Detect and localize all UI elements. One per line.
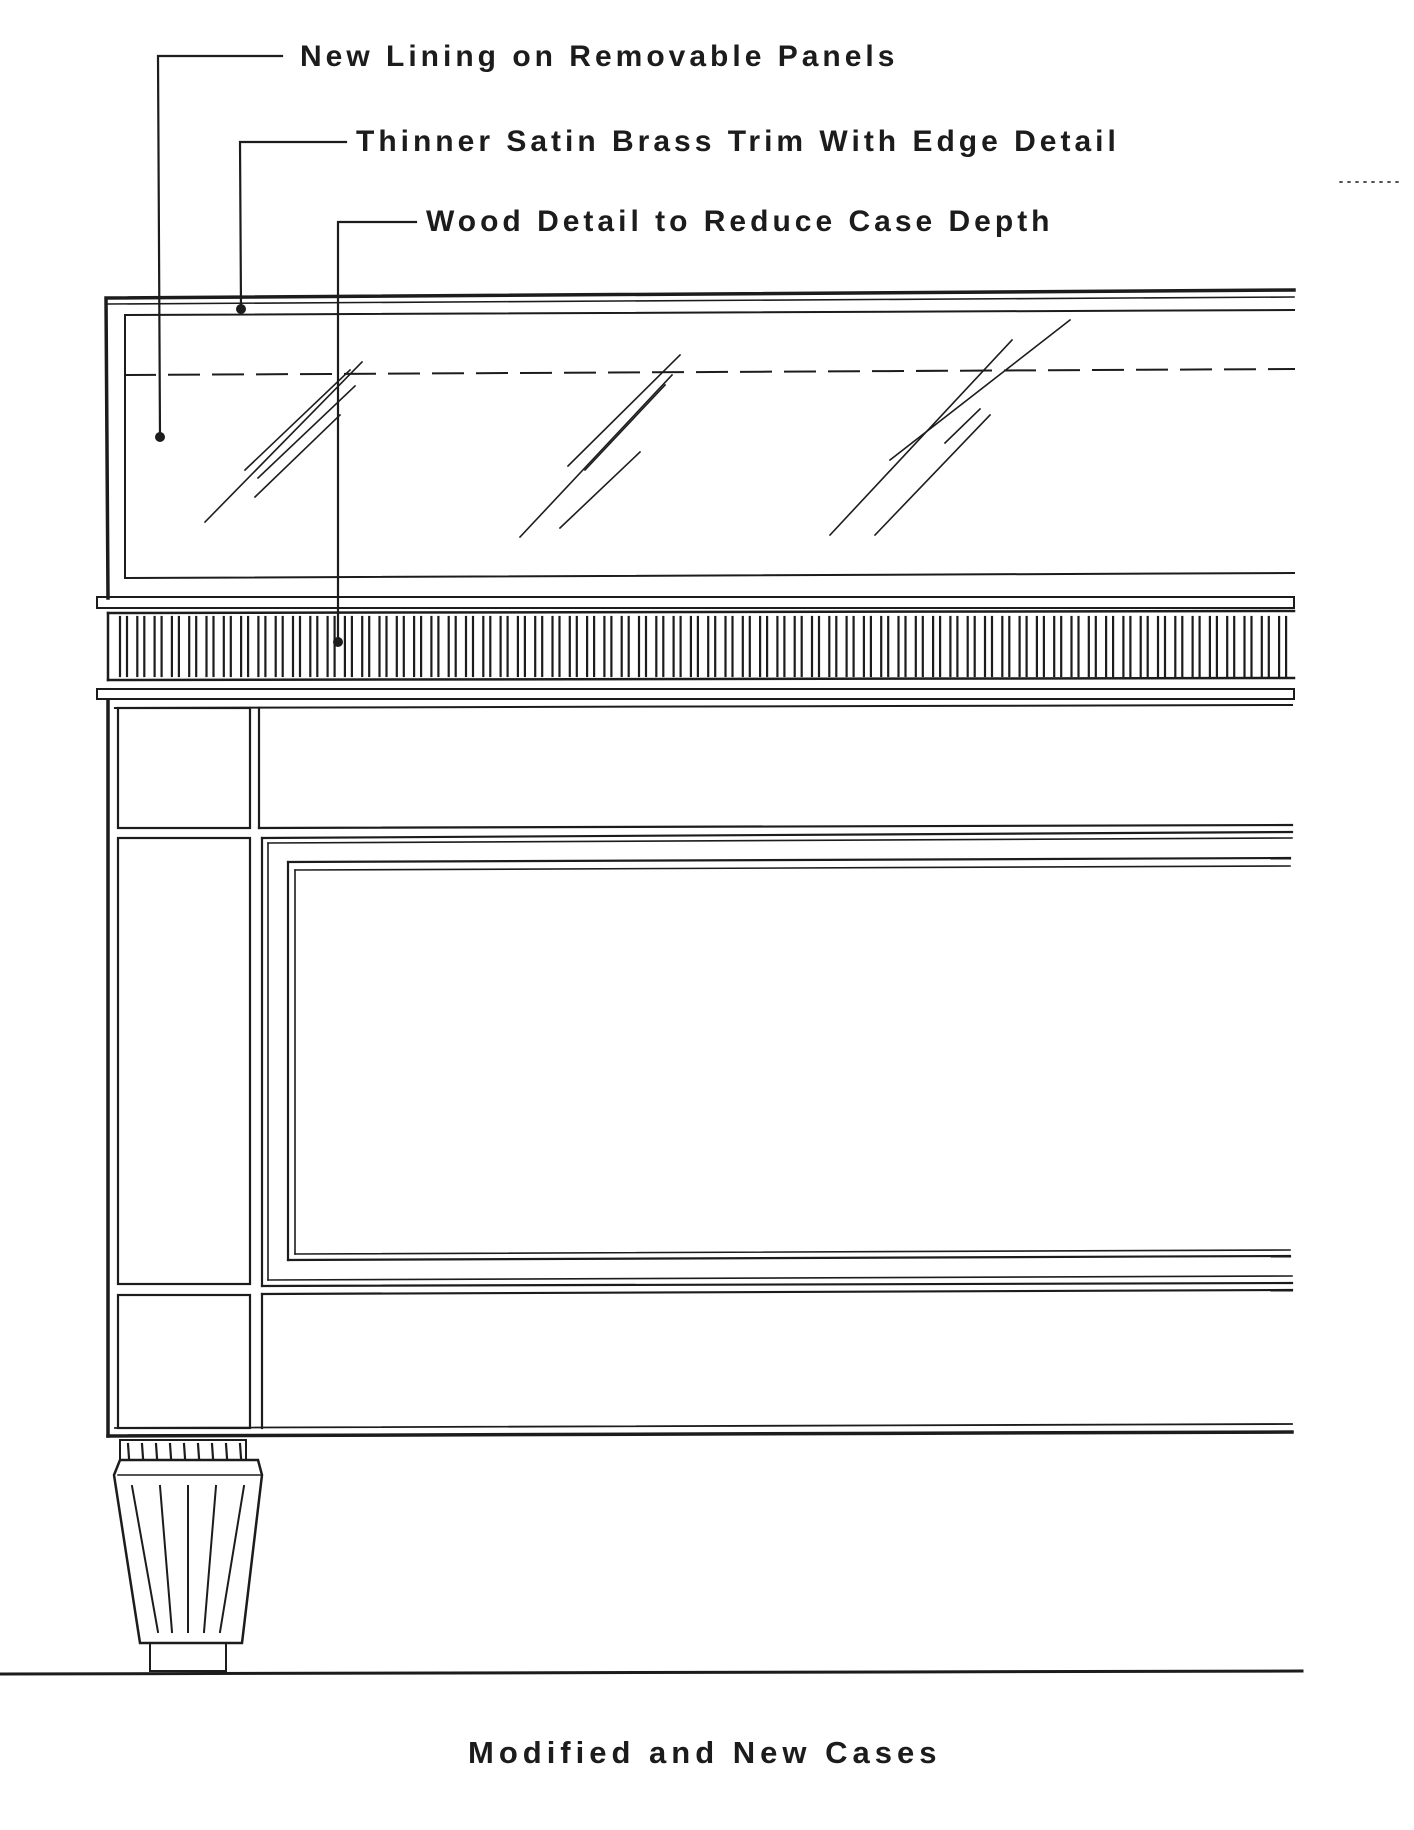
stile-panel-upper xyxy=(116,706,252,830)
flute-group xyxy=(118,615,1288,678)
leader-dot-lining xyxy=(155,432,165,442)
foot-groove xyxy=(130,1484,160,1634)
foot-collar-groove xyxy=(140,1442,145,1460)
foot-collar-groove xyxy=(168,1442,173,1460)
callout-label-lining: New Lining on Removable Panels xyxy=(300,40,898,73)
callout-label-wood: Wood Detail to Reduce Case Depth xyxy=(426,205,1054,238)
stile-panel-middle xyxy=(116,836,252,1286)
foot-collar-groove xyxy=(210,1442,215,1460)
foot-collar-groove xyxy=(196,1442,201,1460)
floor-line xyxy=(0,1669,1304,1676)
fluted-foot xyxy=(112,1439,264,1672)
foot-collar-groove xyxy=(182,1442,187,1460)
glass-display-section xyxy=(104,288,1296,600)
leader-wood xyxy=(336,220,418,644)
stile-panel-lower xyxy=(116,1293,252,1430)
foot-groove xyxy=(158,1484,174,1634)
leader-lining xyxy=(156,54,284,439)
callout-label-trim: Thinner Satin Brass Trim With Edge Detai… xyxy=(356,125,1120,158)
drawing-caption: Modified and New Cases xyxy=(468,1735,941,1770)
leader-trim xyxy=(238,140,348,311)
fluted-wood-band xyxy=(96,596,1296,700)
lining-dashed-line xyxy=(123,367,1296,377)
foot-groove xyxy=(218,1484,246,1634)
foot-collar-groove xyxy=(224,1442,229,1460)
foot-collar-groove xyxy=(126,1442,131,1460)
glass-reflections xyxy=(203,318,1072,539)
foot-groove xyxy=(202,1484,218,1634)
foot-collar-groove xyxy=(154,1442,159,1460)
foot-collar-groove xyxy=(238,1442,243,1460)
leader-dot-trim xyxy=(236,304,246,314)
lower-cabinet xyxy=(106,698,1294,1438)
